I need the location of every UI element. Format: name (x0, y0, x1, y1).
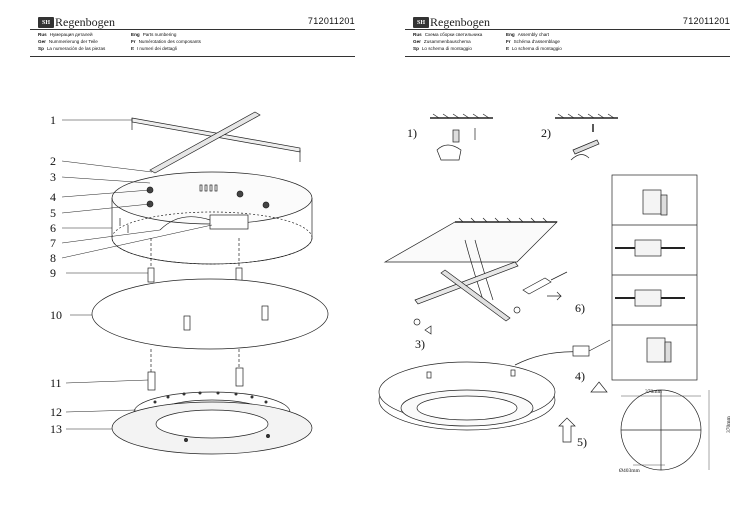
dimension-height: 370mm (726, 415, 732, 433)
connection-detail-panel (611, 174, 698, 381)
push-up-arrow-icon (558, 417, 576, 443)
terminal-connector (572, 339, 611, 393)
dimension-width: 370mm (645, 389, 663, 395)
mounting-bracket (131, 111, 301, 174)
header-divider-bottom (405, 56, 730, 57)
part-number: 4 (50, 190, 56, 204)
ceiling-plane (383, 217, 558, 301)
part-number: 12 (50, 405, 62, 419)
step-label: 3) (415, 337, 425, 351)
step-label: 1) (407, 126, 417, 140)
spacer (147, 267, 155, 283)
step-label: 4) (575, 369, 585, 383)
brand-name: Regenbogen (430, 15, 490, 29)
header-divider-bottom (30, 56, 355, 57)
part-number: 7 (50, 236, 56, 250)
brand-mark-icon: SH (413, 17, 429, 28)
step-label: 5) (577, 435, 587, 449)
brand-name: Regenbogen (55, 15, 115, 29)
document-number: 712011201 (682, 16, 730, 26)
brand-logo: SH Regenbogen (38, 15, 115, 30)
exploded-parts-diagram: 1 2 3 4 5 6 7 8 9 10 11 12 13 (50, 111, 329, 455)
part-number: 9 (50, 266, 56, 280)
spacer-long (235, 367, 244, 387)
hammer-step (555, 113, 618, 161)
electric-warning-icon (590, 381, 608, 393)
part-number: 13 (50, 422, 62, 436)
step-label: 2) (541, 126, 551, 140)
header-divider-top (30, 29, 355, 30)
part-number: 10 (50, 308, 62, 322)
part-number: 2 (50, 154, 56, 168)
document-number: 712011201 (307, 16, 355, 26)
dimension-diameter: Ø403mm (619, 468, 641, 474)
header-divider-top (405, 29, 730, 30)
screwdriver-tool (522, 271, 568, 301)
brand-mark-icon: SH (38, 17, 54, 28)
step-label: 6) (575, 301, 585, 315)
part-number: 11 (50, 376, 62, 390)
part-number: 3 (50, 170, 56, 184)
spacer-long (147, 371, 156, 391)
brand-logo: SH Regenbogen (413, 15, 490, 30)
part-number: 6 (50, 221, 56, 235)
mounting-bracket (413, 261, 521, 335)
assembly-diagram: 1) 2) 3) 4) 5) 6) 370mm 370mm Ø403mm (378, 113, 732, 474)
diffuser-disc (91, 278, 329, 350)
housing-ring (111, 171, 313, 265)
drill-step (430, 113, 493, 161)
part-number: 1 (50, 113, 56, 127)
luminaire-body (378, 351, 581, 431)
dimension-drawing (620, 389, 710, 471)
part-number: 5 (50, 206, 56, 220)
part-number: 8 (50, 251, 56, 265)
